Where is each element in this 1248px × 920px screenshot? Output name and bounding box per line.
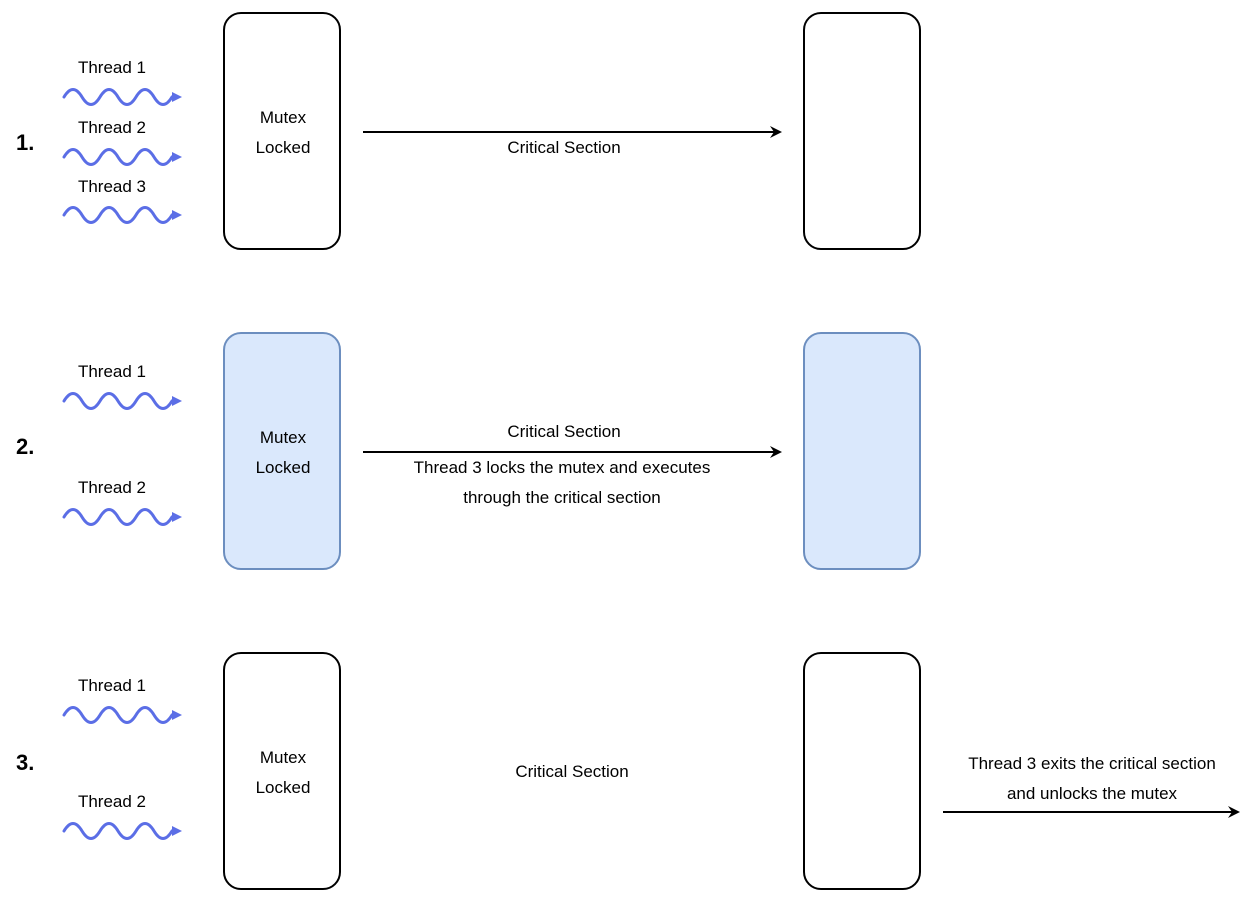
critical-section-arrow (363, 126, 782, 138)
mutex-label-line: Mutex (259, 748, 307, 767)
mutex-label-line: Mutex (259, 108, 307, 127)
mutex-box (223, 332, 341, 570)
mutex-label: Mutex Locked (223, 423, 343, 483)
thread-3-exit-note: Thread 3 exits the critical section and … (940, 749, 1244, 809)
stage-3: 3. Thread 1 Thread 2 Mutex Locked Critic… (0, 640, 1248, 920)
note-line: Thread 3 locks the mutex and executes (413, 458, 711, 477)
thread-wave-arrow-icon (60, 144, 186, 170)
stage-1: 1. Thread 1 Thread 2 Thread 3 Mutex Lock… (0, 0, 1248, 280)
stage-2: 2. Thread 1 Thread 2 Mutex Locked Critic… (0, 320, 1248, 600)
mutex-label: Mutex Locked (223, 103, 343, 163)
exit-box (803, 12, 921, 250)
critical-section-label: Critical Section (507, 138, 621, 157)
exit-arrow (943, 806, 1240, 818)
thread-label: Thread 2 (77, 792, 147, 811)
thread-wave-arrow-icon (60, 388, 186, 414)
note-line: and unlocks the mutex (1006, 784, 1178, 803)
note-line: Thread 3 exits the critical section (968, 754, 1216, 773)
thread-label: Thread 2 (77, 118, 147, 137)
exit-box (803, 652, 921, 890)
thread-label: Thread 1 (77, 676, 147, 695)
mutex-box (223, 652, 341, 890)
mutex-box (223, 12, 341, 250)
mutex-label-line: Mutex (259, 428, 307, 447)
thread-3-note: Thread 3 locks the mutex and executes th… (362, 453, 762, 513)
critical-section-label: Critical Section (515, 762, 629, 781)
mutex-label-line: Locked (255, 458, 311, 477)
mutex-label-line: Locked (255, 778, 311, 797)
step-number: 2. (16, 434, 35, 459)
thread-label: Thread 3 (77, 177, 147, 196)
step-number: 3. (16, 750, 35, 775)
thread-wave-arrow-icon (60, 504, 186, 530)
thread-wave-arrow-icon (60, 818, 186, 844)
exit-box (803, 332, 921, 570)
thread-label: Thread 1 (77, 58, 147, 77)
thread-wave-arrow-icon (60, 702, 186, 728)
thread-label: Thread 1 (77, 362, 147, 381)
thread-wave-arrow-icon (60, 84, 186, 110)
critical-section-label: Critical Section (507, 422, 621, 441)
mutex-label-line: Locked (255, 138, 311, 157)
critical-section-arrow (363, 446, 782, 458)
mutex-label: Mutex Locked (223, 743, 343, 803)
note-line: through the critical section (463, 488, 661, 507)
step-number: 1. (16, 130, 35, 155)
thread-label: Thread 2 (77, 478, 147, 497)
thread-wave-arrow-icon (60, 202, 186, 228)
